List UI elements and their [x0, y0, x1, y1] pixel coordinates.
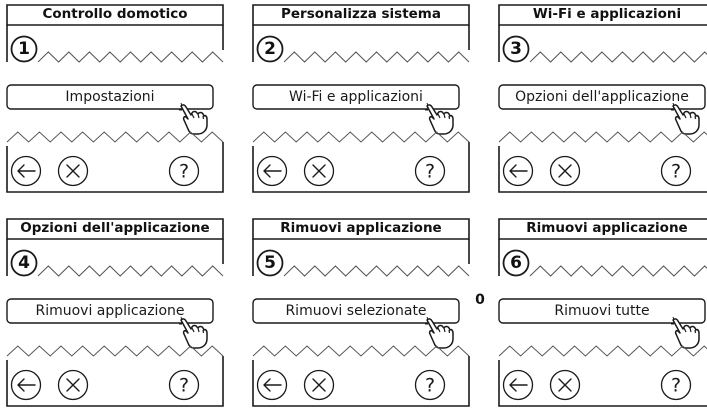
screen-title: Rimuovi applicazione	[280, 220, 442, 236]
step-number: 2	[264, 39, 276, 59]
menu-option-label[interactable]: Opzioni dell'applicazione	[515, 89, 689, 105]
screen-header: Wi-Fi e applicazioni 3	[498, 4, 707, 68]
header-frame-shape	[498, 4, 707, 63]
button-outline-shape	[498, 298, 706, 324]
step-number: 4	[18, 253, 30, 273]
screen-footer: ?	[252, 342, 470, 408]
screen-footer: ?	[498, 128, 707, 194]
screen-title: Opzioni dell'applicazione	[20, 220, 210, 236]
screen-header: Controllo domotico 1	[6, 4, 224, 68]
button-outline-shape	[498, 84, 706, 110]
screen-header: Personalizza sistema 2	[252, 4, 470, 68]
step-number: 3	[510, 39, 522, 59]
header-frame-shape	[498, 218, 707, 277]
menu-option-label[interactable]: Rimuovi tutte	[554, 303, 650, 319]
pointing-hand-icon	[671, 316, 700, 349]
help-icon[interactable]: ?	[168, 155, 200, 187]
menu-option-button[interactable]: Wi-Fi e applicazioni	[252, 84, 460, 110]
help-icon[interactable]: ?	[660, 155, 692, 187]
menu-option-button[interactable]: Opzioni dell'applicazione	[498, 84, 706, 110]
header-frame-shape	[6, 4, 224, 63]
menu-option-label[interactable]: Impostazioni	[65, 89, 155, 105]
help-label: ?	[179, 375, 189, 397]
help-label: ?	[671, 161, 681, 183]
menu-option-button[interactable]: Rimuovi tutte	[498, 298, 706, 324]
back-arrow-icon[interactable]	[10, 155, 42, 187]
help-label: ?	[425, 375, 435, 397]
screen-footer: ?	[252, 128, 470, 194]
menu-option-button[interactable]: Rimuovi selezionate	[252, 298, 460, 324]
screen-title: Wi-Fi e applicazioni	[532, 6, 682, 22]
cancel-icon[interactable]	[303, 155, 335, 187]
pointing-hand-icon	[671, 102, 700, 135]
screen-header: Opzioni dell'applicazione 4	[6, 218, 224, 282]
step-number: 6	[510, 253, 522, 273]
screen-title: Personalizza sistema	[280, 6, 441, 22]
cancel-icon[interactable]	[549, 369, 581, 401]
screen-title: Rimuovi applicazione	[526, 220, 688, 236]
step-number: 1	[18, 39, 30, 59]
menu-option-button[interactable]: Rimuovi applicazione	[6, 298, 214, 324]
help-icon[interactable]: ?	[414, 155, 446, 187]
help-label: ?	[179, 161, 189, 183]
step-number: 5	[264, 253, 276, 273]
header-frame-shape	[6, 218, 224, 277]
stray-zero-mark: 0	[475, 292, 485, 308]
back-arrow-icon[interactable]	[10, 369, 42, 401]
footer-frame-shape	[6, 131, 224, 193]
pointing-hand-icon	[425, 102, 454, 135]
back-arrow-icon[interactable]	[256, 155, 288, 187]
back-arrow-icon[interactable]	[502, 369, 534, 401]
help-label: ?	[671, 375, 681, 397]
screen-header: Rimuovi applicazione 6	[498, 218, 707, 282]
footer-frame-shape	[252, 131, 470, 193]
menu-option-button[interactable]: Impostazioni	[6, 84, 214, 110]
cancel-icon[interactable]	[57, 369, 89, 401]
button-outline-shape	[6, 298, 214, 324]
screen-footer: ?	[498, 342, 707, 408]
menu-option-label[interactable]: Rimuovi selezionate	[285, 303, 427, 319]
cancel-icon[interactable]	[549, 155, 581, 187]
footer-frame-shape	[498, 131, 707, 193]
cancel-icon[interactable]	[303, 369, 335, 401]
cancel-icon[interactable]	[57, 155, 89, 187]
button-outline-shape	[6, 84, 214, 110]
pointing-hand-icon	[179, 102, 208, 135]
help-icon[interactable]: ?	[168, 369, 200, 401]
help-icon[interactable]: ?	[414, 369, 446, 401]
back-arrow-icon[interactable]	[256, 369, 288, 401]
menu-option-label[interactable]: Rimuovi applicazione	[35, 303, 185, 319]
back-arrow-icon[interactable]	[502, 155, 534, 187]
screen-title: Controllo domotico	[42, 6, 188, 22]
screen-footer: ?	[6, 342, 224, 408]
help-label: ?	[425, 161, 435, 183]
screen-footer: ?	[6, 128, 224, 194]
help-icon[interactable]: ?	[660, 369, 692, 401]
menu-option-label[interactable]: Wi-Fi e applicazioni	[289, 89, 423, 105]
button-outline-shape	[252, 298, 460, 324]
pointing-hand-icon	[425, 316, 454, 349]
pointing-hand-icon	[179, 316, 208, 349]
header-frame-shape	[252, 4, 470, 63]
screen-header: Rimuovi applicazione 5	[252, 218, 470, 282]
button-outline-shape	[252, 84, 460, 110]
header-frame-shape	[252, 218, 470, 277]
